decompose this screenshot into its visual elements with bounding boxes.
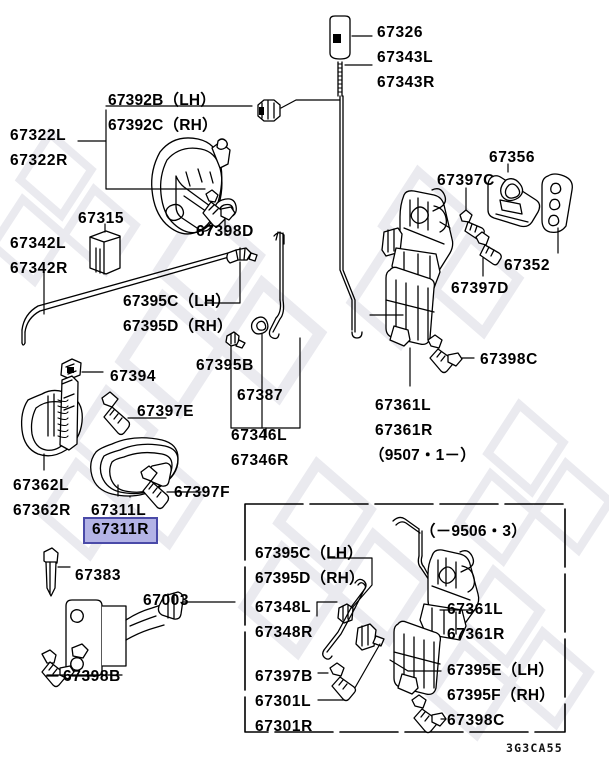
callout-67346L: 67346L <box>231 427 288 444</box>
inset-callout-67395E: 67395E（LH） <box>447 662 555 679</box>
callout-67343L: 67343L <box>377 49 434 66</box>
callout-67398B: 67398B <box>63 668 121 685</box>
inset-callout-67301L: 67301L <box>255 693 312 710</box>
inset-callout-67348R: 67348R <box>255 624 313 641</box>
callout-67398D: 67398D <box>196 223 254 240</box>
callout-67343R: 67343R <box>377 74 435 91</box>
callout-67392B: 67392B（LH） <box>108 92 216 109</box>
inset-callout-67397B: 67397B <box>255 668 313 685</box>
callout-67387: 67387 <box>237 387 284 404</box>
callout-67397F: 67397F <box>174 484 231 501</box>
callout-67356: 67356 <box>489 149 536 166</box>
inset-callout-67348L: 67348L <box>255 599 312 616</box>
inset-callout-67361L: 67361L <box>447 601 504 618</box>
inset-callout-67398C: 67398C <box>447 712 505 729</box>
callout-67398C-main: 67398C <box>480 351 538 368</box>
callout-67362R: 67362R <box>13 502 71 519</box>
inset-callout-67395F: 67395F（RH） <box>447 687 555 704</box>
inset-callout-67395C: 67395C（LH） <box>255 545 363 562</box>
callout-67397D: 67397D <box>451 280 509 297</box>
callout-67397E: 67397E <box>137 403 195 420</box>
callout-67395B: 67395B <box>196 357 254 374</box>
callout-67003: 67003 <box>143 592 190 609</box>
callout-date-9507: （9507・1－） <box>369 447 476 464</box>
callout-67395D: 67395D（RH） <box>123 318 233 335</box>
callout-67346R: 67346R <box>231 452 289 469</box>
callout-67361L-main: 67361L <box>375 397 432 414</box>
callout-67342R: 67342R <box>10 260 68 277</box>
inset-callout-67301R: 67301R <box>255 718 313 735</box>
sheet-code: 3G3CA55 <box>506 741 563 755</box>
callout-67315: 67315 <box>78 210 125 227</box>
callout-67352: 67352 <box>504 257 551 274</box>
callout-67326: 67326 <box>377 24 424 41</box>
highlighted-callout-67311R[interactable]: 67311R <box>83 517 159 544</box>
callout-67392C: 67392C（RH） <box>108 117 218 134</box>
callout-67394: 67394 <box>110 368 157 385</box>
inset-callout-67361R: 67361R <box>447 626 505 643</box>
inset-date-note: （－9506・3） <box>420 523 527 540</box>
callout-67322R: 67322R <box>10 152 68 169</box>
callout-67361R-main: 67361R <box>375 422 433 439</box>
callout-67383: 67383 <box>75 567 122 584</box>
callout-67342L: 67342L <box>10 235 67 252</box>
inset-callout-67395D: 67395D（RH） <box>255 570 365 587</box>
callout-67397C: 67397C <box>437 172 495 189</box>
callout-67362L: 67362L <box>13 477 70 494</box>
callout-67395C: 67395C（LH） <box>123 293 231 310</box>
callout-67322L: 67322L <box>10 127 67 144</box>
